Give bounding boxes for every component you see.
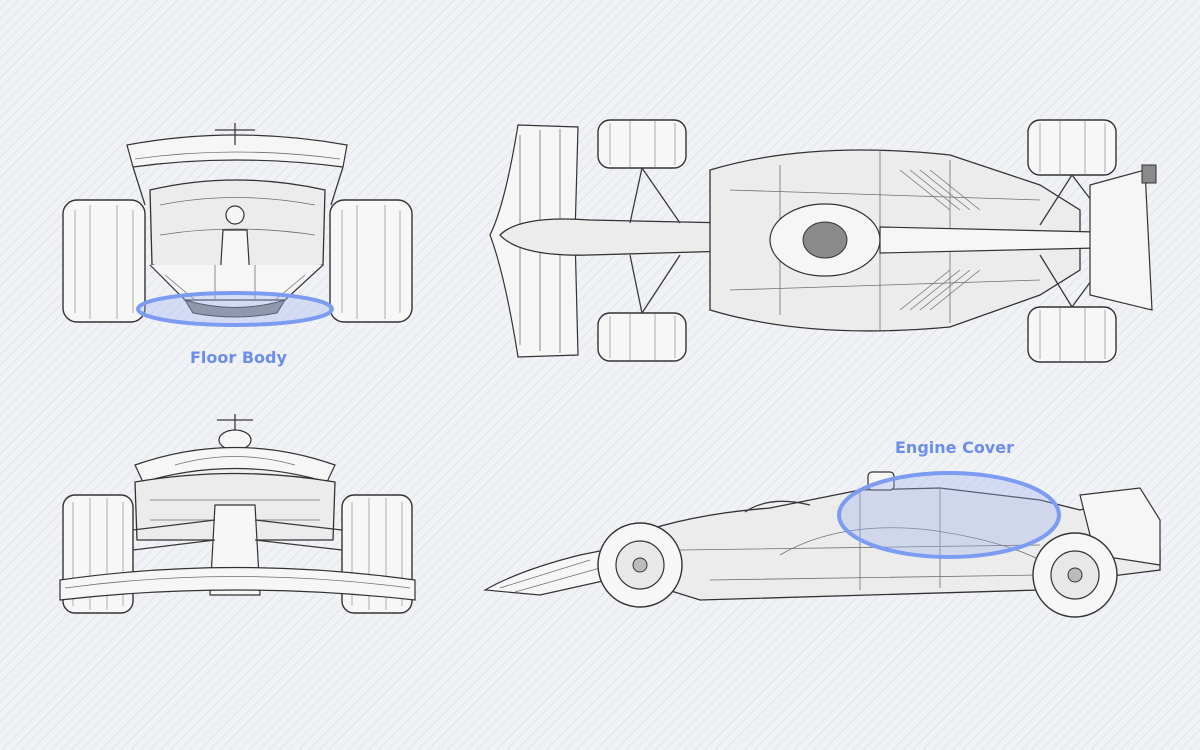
engine-cover-highlight [837, 471, 1061, 559]
rear-view [55, 115, 420, 330]
front-wing-front [59, 566, 416, 601]
nose [499, 218, 731, 256]
rear-right-tyre [329, 199, 413, 323]
rear-wing-top [1089, 169, 1153, 311]
top-view [480, 115, 1170, 370]
rear-wing [126, 134, 348, 168]
rear-left-tyre [62, 199, 146, 323]
floor-body-highlight [136, 291, 334, 327]
cockpit [802, 221, 848, 259]
halo-front [134, 446, 336, 483]
rear-view-drawing [62, 123, 413, 327]
side-view [480, 460, 1170, 620]
front-view-drawing [59, 414, 416, 614]
side-view-drawing [483, 471, 1161, 618]
rear-right-tyre-top [1027, 306, 1117, 363]
floor-shape [183, 299, 287, 318]
front-right-tyre [597, 312, 687, 362]
front-view [55, 410, 420, 620]
engine-cover-label: Engine Cover [895, 438, 1014, 457]
front-left-tyre [597, 119, 687, 169]
rear-left-tyre-top [1027, 119, 1117, 176]
floor-body-label: Floor Body [190, 348, 287, 367]
top-view-drawing [489, 119, 1157, 363]
